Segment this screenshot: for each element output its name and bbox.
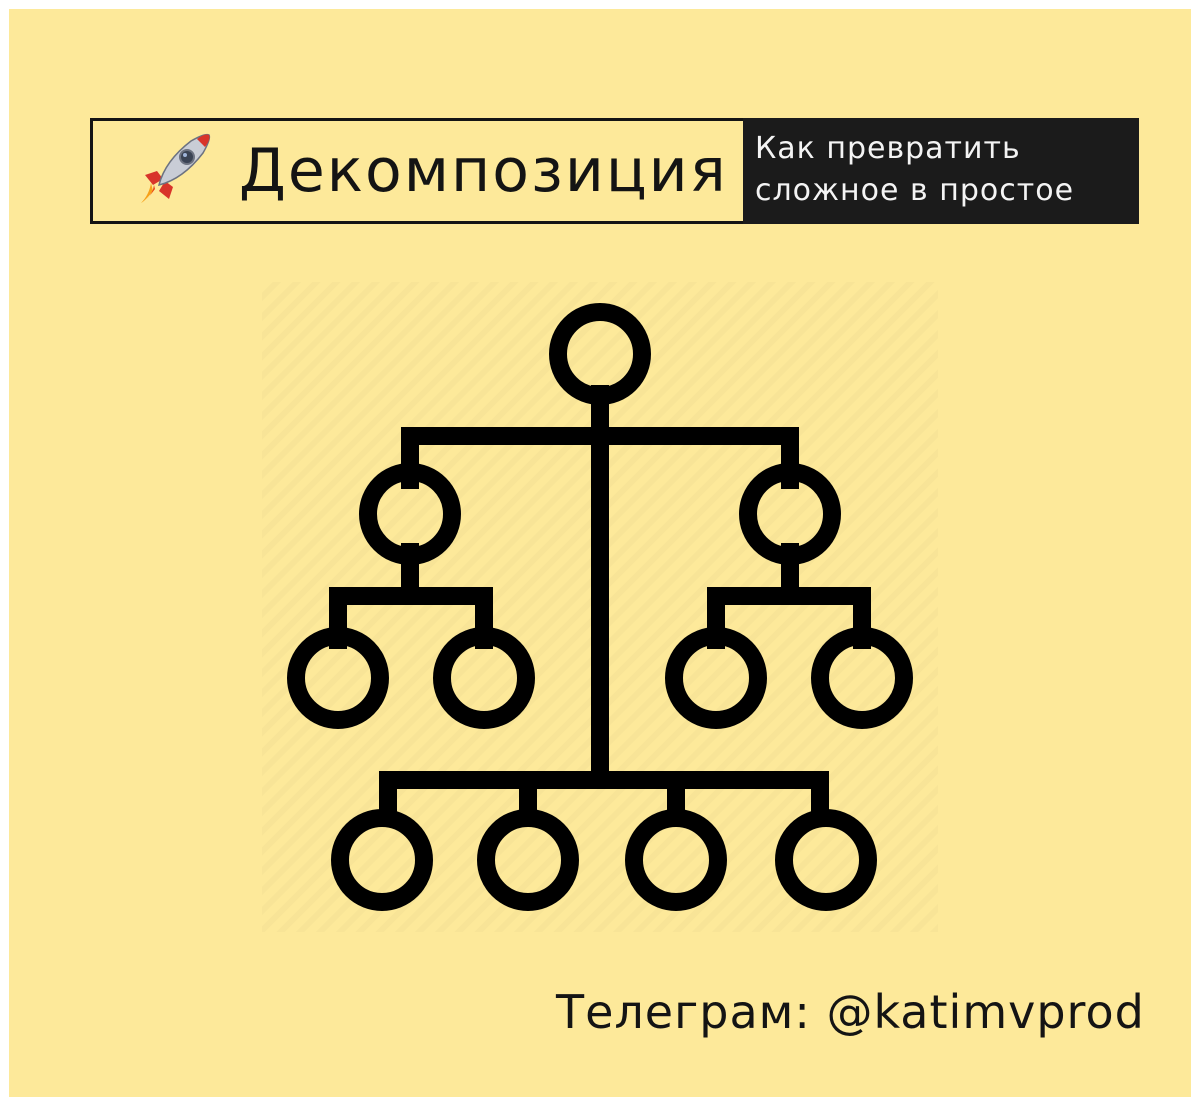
upper-branch-line (401, 427, 799, 489)
subtitle-line-1: Как превратить (755, 131, 1021, 166)
right-mid-branch (707, 587, 871, 649)
mid-node-right (739, 463, 841, 565)
leaf-node-left-1 (287, 627, 389, 729)
telegram-footer: Телеграм: @katimvprod (556, 985, 1145, 1039)
page-title: Декомпозиция (239, 136, 728, 206)
subtitle-line-2: сложное в простое (755, 173, 1075, 208)
leaf-node-left-2 (433, 627, 535, 729)
title-banner: Декомпозиция Как превратить сложное в пр… (90, 118, 1139, 224)
subtitle-box: Как превратить сложное в простое (743, 118, 1139, 224)
bottom-node-1 (331, 809, 433, 911)
leaf-node-right-2 (811, 627, 913, 729)
bottom-branch-line (379, 771, 829, 821)
bottom-node-4 (775, 809, 877, 911)
leaf-node-right-1 (665, 627, 767, 729)
bottom-node-2 (477, 809, 579, 911)
mid-node-left (359, 463, 461, 565)
bottom-node-3 (625, 809, 727, 911)
rocket-icon (141, 133, 211, 203)
left-mid-branch (329, 587, 493, 649)
root-node (549, 303, 651, 405)
title-area: Декомпозиция (93, 121, 743, 221)
